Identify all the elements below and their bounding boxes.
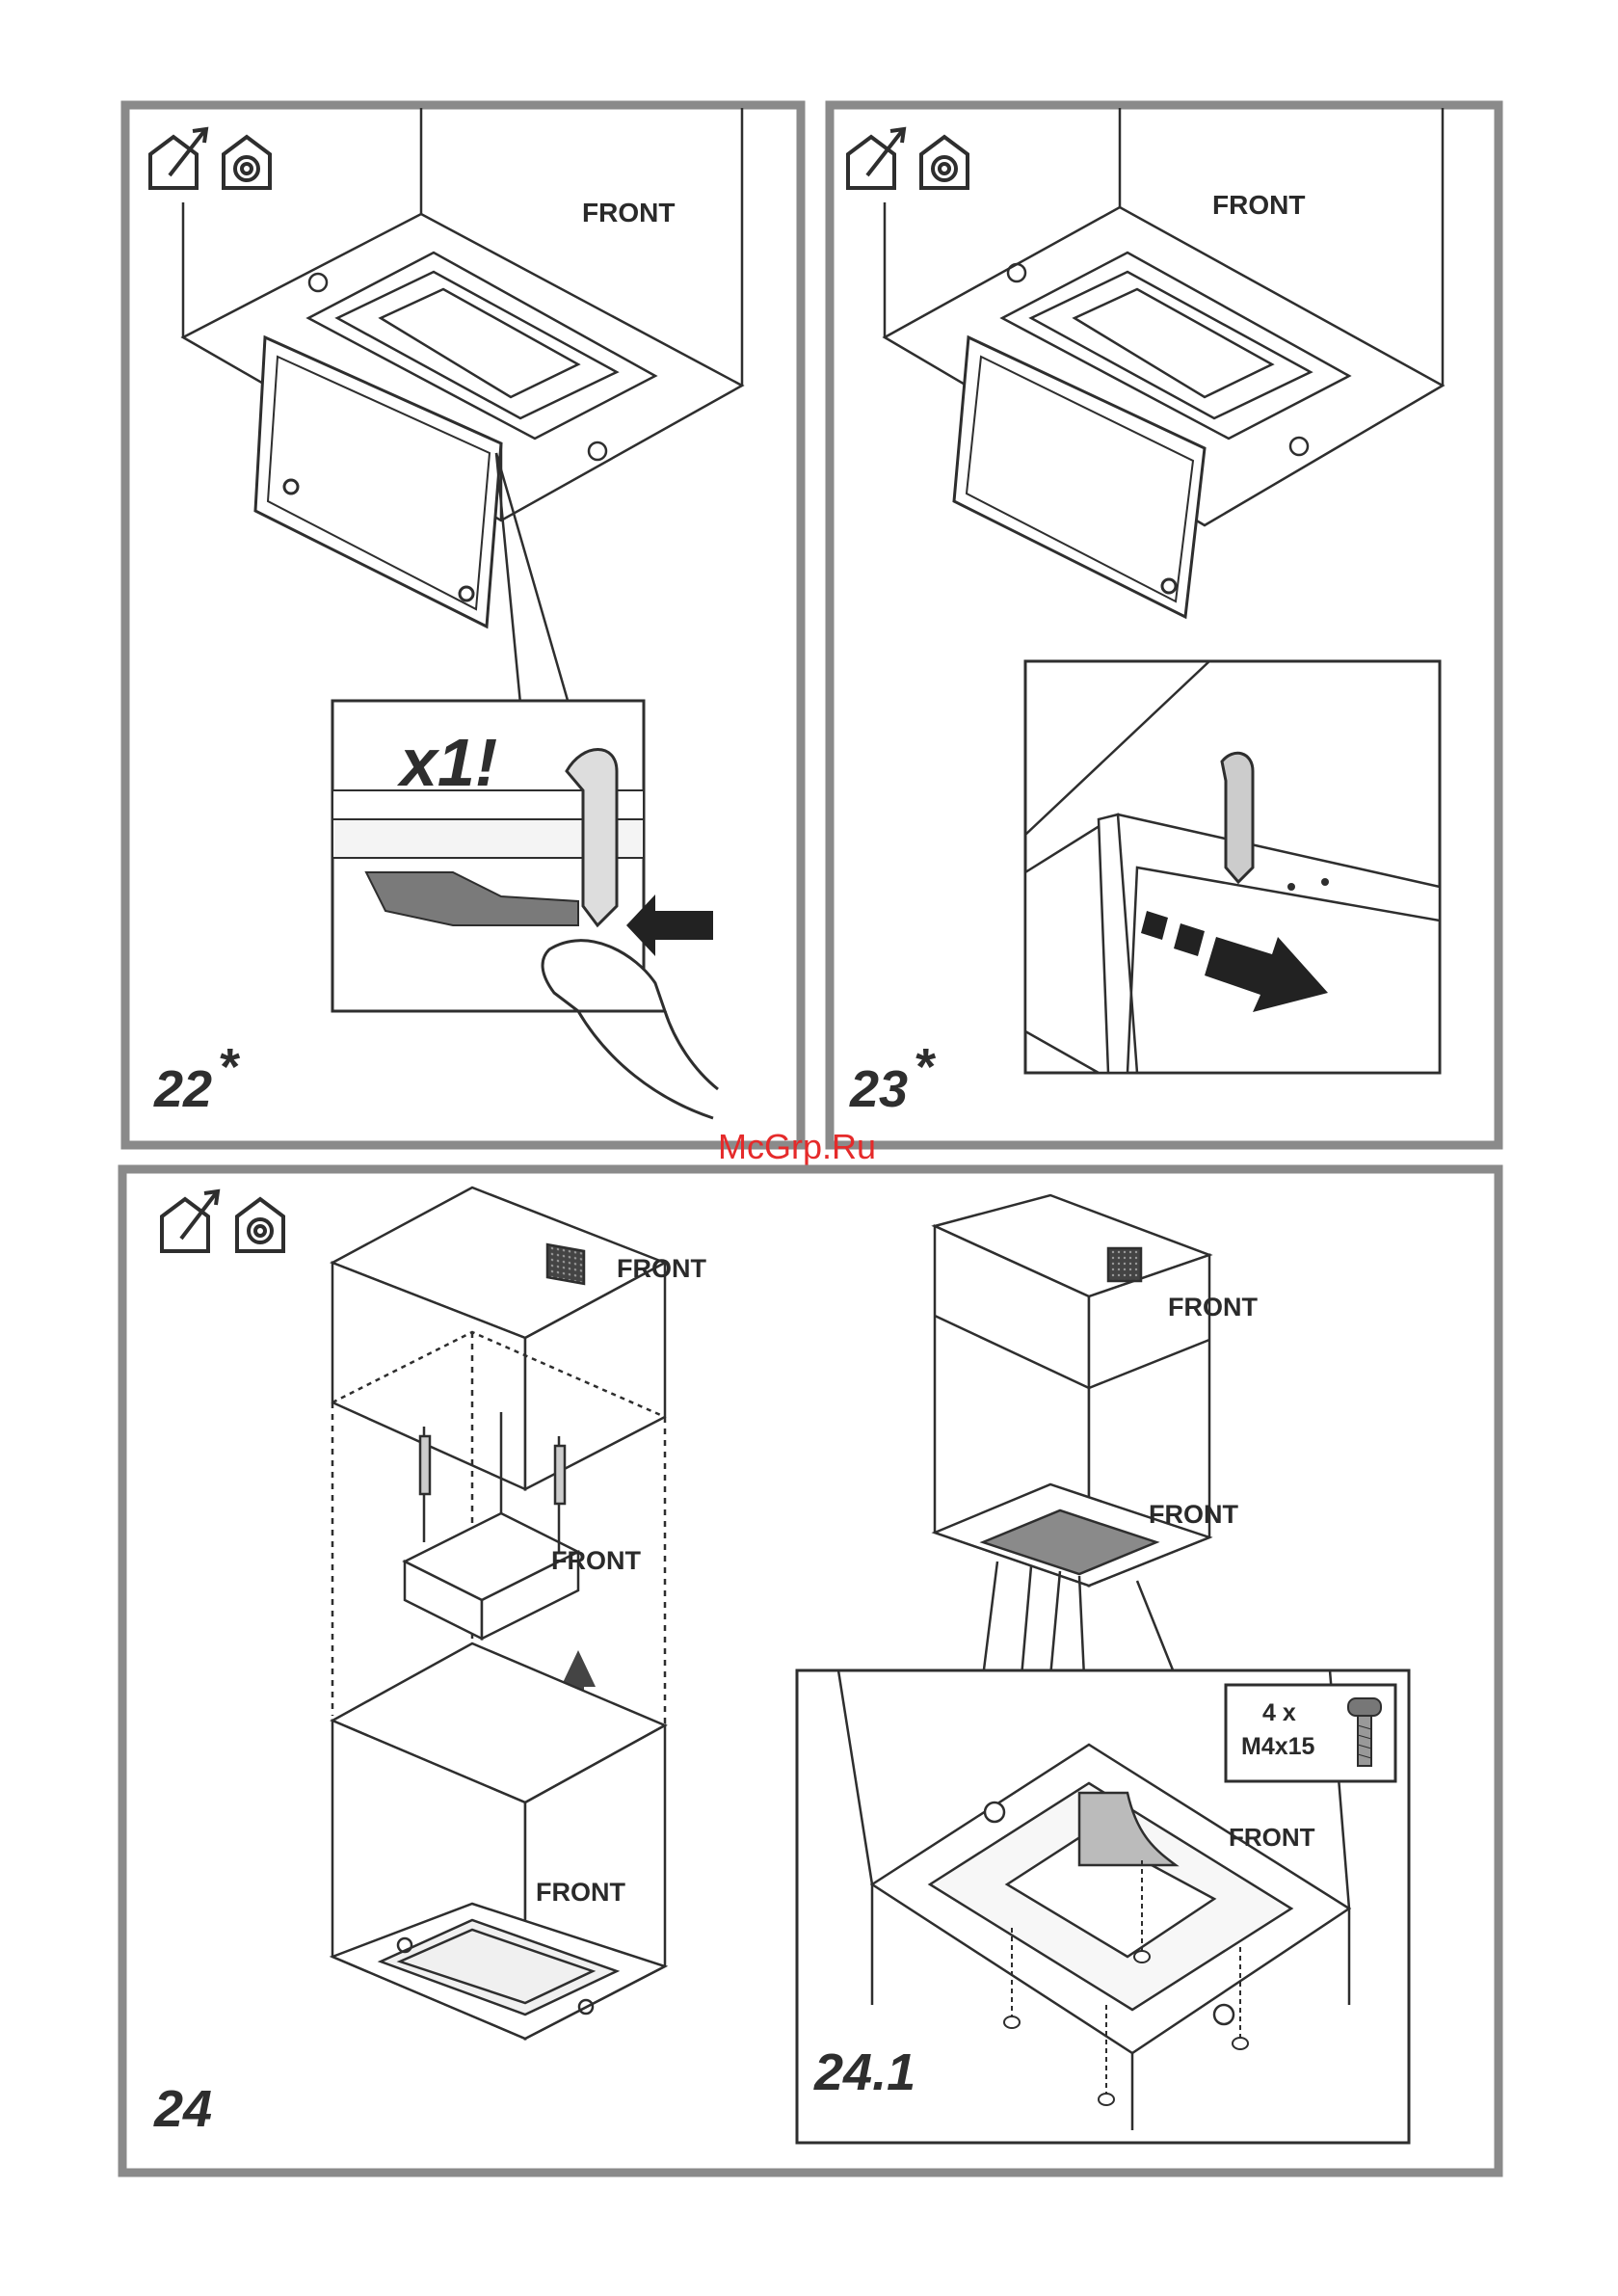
panel-24: FRONT FRONT FRONT 24 FRONT FRONT <box>122 1169 1499 2173</box>
screw-size: M4x15 <box>1241 1733 1315 1760</box>
panel-23: FRONT 23 * <box>830 105 1499 1145</box>
callout-x1: x1! <box>396 725 497 800</box>
front-label-24-1-mid: FRONT <box>1149 1500 1238 1529</box>
front-label-24-bottom: FRONT <box>536 1878 625 1907</box>
optional-mark-23: * <box>914 1038 937 1096</box>
front-label-24-frame: FRONT <box>551 1546 641 1575</box>
watermark: McGrp.Ru <box>718 1127 876 1166</box>
screw-quantity: 4 x <box>1262 1699 1296 1726</box>
detail-inset-23 <box>1025 661 1440 1073</box>
step-number-22: 22 <box>153 1060 212 1118</box>
front-label-24-1-top: FRONT <box>1168 1293 1258 1322</box>
step-number-24-1: 24.1 <box>813 2043 915 2101</box>
front-label-22: FRONT <box>582 198 675 227</box>
panel-22: FRONT x1! 22 * <box>125 105 801 1145</box>
front-label-24-1-detail: FRONT <box>1229 1823 1315 1852</box>
front-label-23: FRONT <box>1212 190 1305 220</box>
step-number-24: 24 <box>153 2080 212 2138</box>
optional-mark-22: * <box>218 1038 241 1096</box>
step-number-23: 23 <box>849 1060 908 1118</box>
front-label-24-top: FRONT <box>617 1254 706 1283</box>
